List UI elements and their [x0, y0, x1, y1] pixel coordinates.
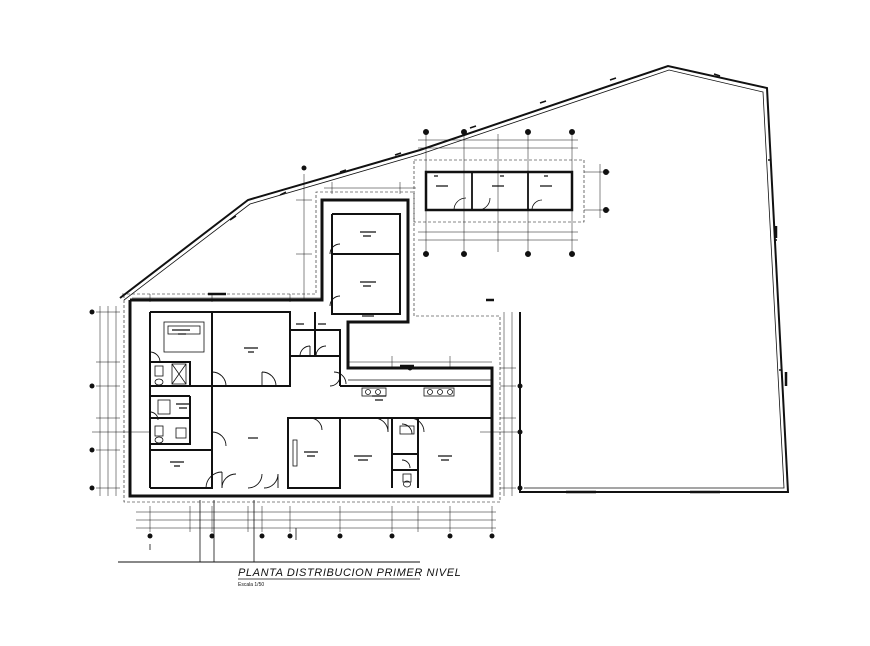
drawing-title: PLANTA DISTRIBUCION PRIMER NIVEL [238, 567, 461, 579]
wall-accents [208, 226, 788, 494]
interior-walls [149, 213, 492, 489]
room-label-marks [168, 231, 452, 497]
fixtures [154, 321, 455, 488]
door-swings [149, 243, 425, 489]
drawing-scale: Escala 1/50 [238, 582, 264, 588]
annex-building [413, 129, 610, 257]
drawing-caption: PLANTA DISTRIBUCION PRIMER NIVEL Escala … [238, 567, 461, 588]
main-building-walls [122, 191, 501, 503]
grid-axis-markers [89, 165, 523, 539]
property-boundary [119, 64, 790, 493]
section-cut-lines [118, 500, 420, 563]
dimension-lines [92, 174, 520, 532]
